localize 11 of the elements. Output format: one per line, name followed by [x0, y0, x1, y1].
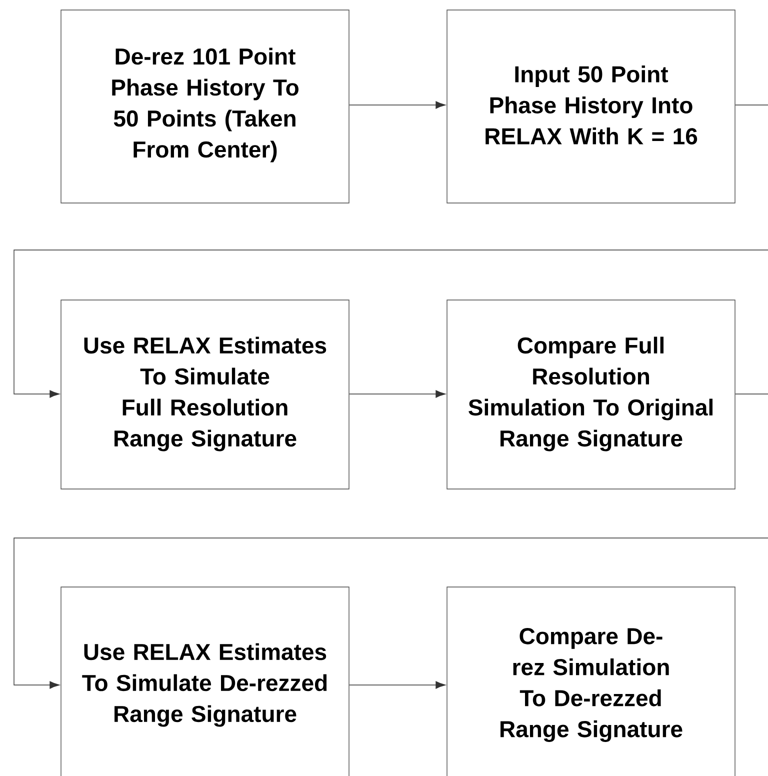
process-box: Compare Full Resolution Simulation To Original Range Signature [446, 300, 736, 490]
process-box: Use RELAX Estimates To Simulate Full Resolution Range Signature [60, 300, 350, 490]
arrow [14, 394, 768, 689]
arrow [14, 104, 768, 398]
arrow [349, 681, 446, 689]
process-box: Input 50 Point Phase History Into RELAX With K = 16 [446, 10, 736, 204]
process-box: Use RELAX Estimates To Simulate De-rezzed Range Signature [60, 586, 350, 776]
arrow [349, 101, 446, 109]
process-box: Compare De-rez Simulation To De-rezzed Range Signature [446, 586, 736, 776]
process-box: De-rez 101 Point Phase History To 50 Points (Taken From Center) [60, 10, 350, 204]
arrow [349, 390, 446, 398]
